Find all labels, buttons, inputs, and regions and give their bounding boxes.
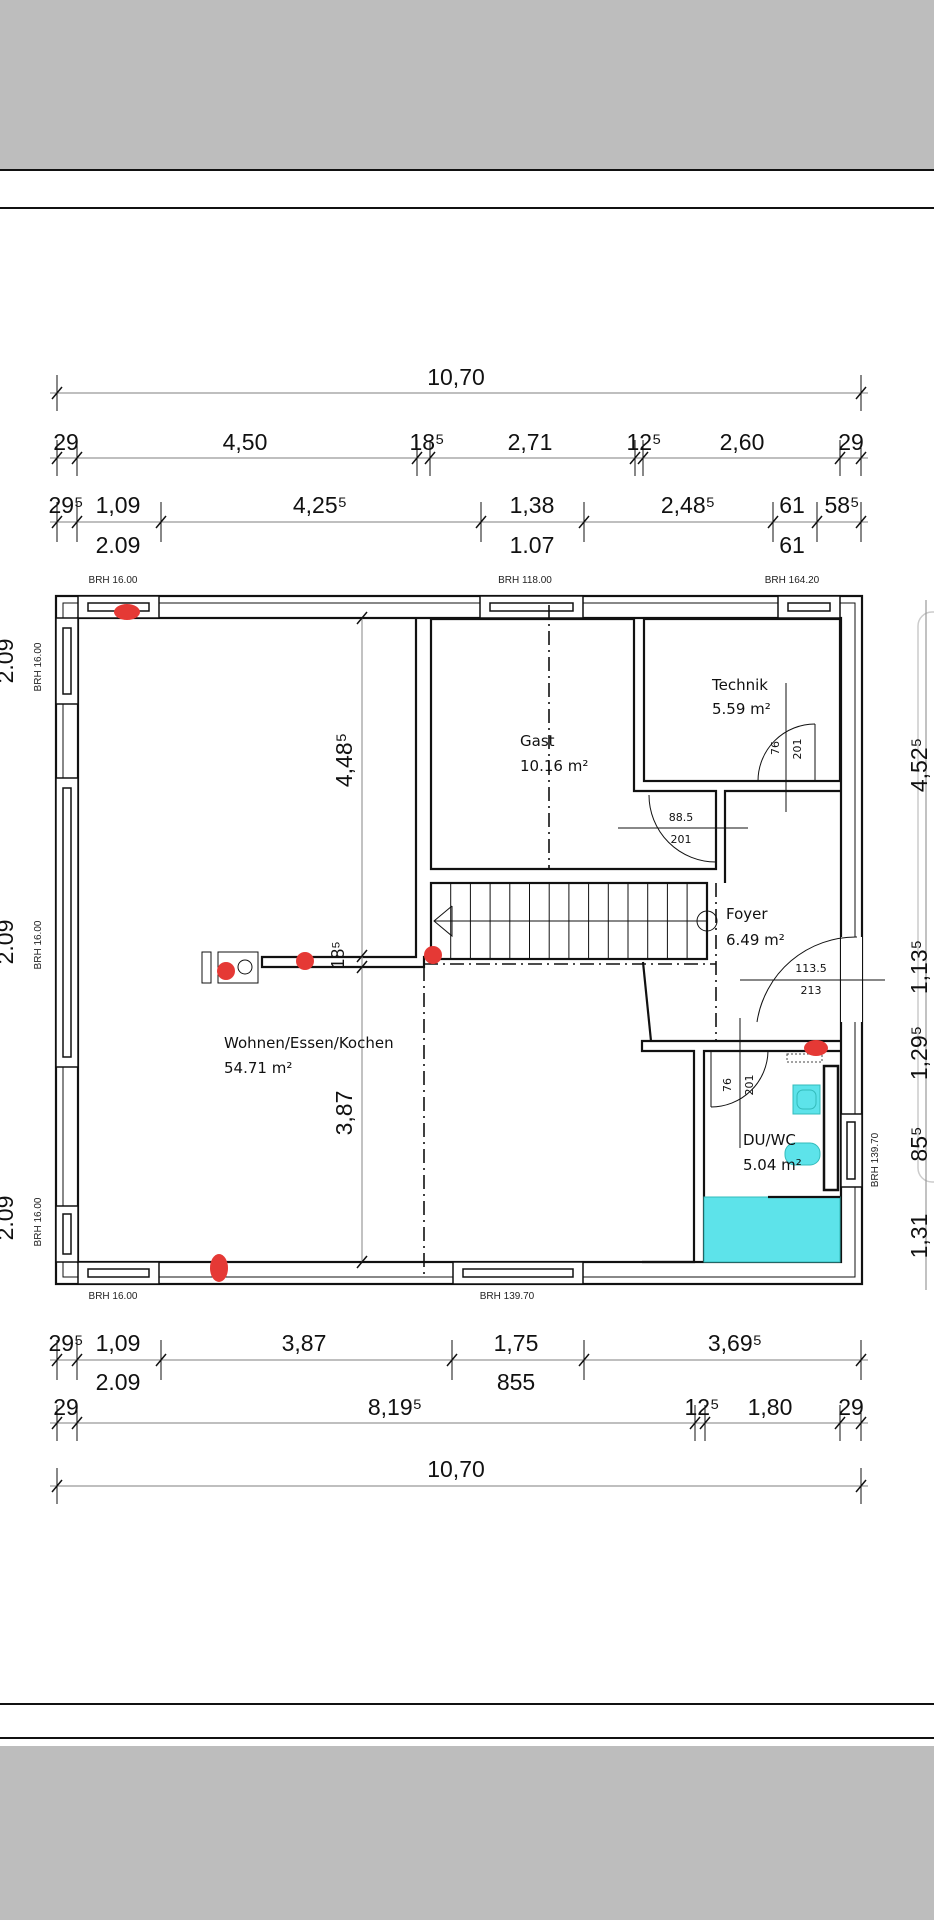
top-dimension-chain: 10,70 29 4,50 18⁵ 2,71 12⁵ 2,60 29 29⁵ 1… (48, 364, 868, 558)
overlay-scroll-handle (917, 611, 934, 1183)
room-name: Foyer (726, 905, 768, 923)
radiator-icon (786, 1053, 823, 1063)
dim-label: 2,71 (508, 429, 553, 455)
red-markers (114, 604, 828, 1282)
dim-overall-top: 10,70 (427, 364, 485, 390)
dim-label: 1,38 (510, 492, 555, 518)
top-gray-bar (0, 0, 934, 169)
dim-label: 1,31 (906, 1214, 932, 1259)
dim-label: 61 (779, 492, 805, 518)
interior-walls (260, 617, 842, 1264)
room-area: 5.59 m² (712, 700, 771, 718)
brh-label: BRH 16.00 (33, 642, 44, 691)
dim-label: 4,52⁵ (906, 738, 932, 792)
bottom-gray-bar (0, 1746, 934, 1920)
brh-label: BRH 118.00 (498, 575, 552, 586)
brh-label: BRH 164.20 (765, 575, 820, 586)
door-width: 113.5 (795, 962, 827, 975)
dim-label: 1,29⁵ (906, 1026, 932, 1080)
marker-dot (210, 1254, 228, 1282)
room-name: Gast (520, 732, 555, 750)
dim-label: 8,19⁵ (368, 1394, 422, 1420)
dim-label: 18⁵ (328, 941, 348, 968)
dim-label: 2.09 (0, 1196, 18, 1241)
dim-label: 2,60 (720, 429, 765, 455)
door-gast: 88.5 201 (618, 794, 748, 863)
marker-dot (217, 962, 235, 980)
dim-label: 3,69⁵ (708, 1330, 762, 1356)
dim-label: 2.09 (96, 532, 141, 558)
wall-element (822, 1064, 840, 1192)
dim-label: 3,87 (331, 1091, 357, 1136)
brh-label: BRH 16.00 (89, 575, 138, 586)
dim-label: 1,75 (494, 1330, 539, 1356)
door-width: 88.5 (669, 811, 694, 824)
room-area: 5.04 m² (743, 1156, 802, 1174)
dim-label: 2,48⁵ (661, 492, 715, 518)
staircase (429, 881, 718, 961)
door-height: 201 (671, 833, 692, 846)
room-area: 6.49 m² (726, 931, 785, 949)
dim-label: 3,87 (282, 1330, 327, 1356)
living-room-dimension: 4,48⁵ 18⁵ 3,87 (328, 611, 368, 1269)
door-height: 213 (801, 984, 822, 997)
room-name: Wohnen/Essen/Kochen (224, 1034, 394, 1052)
marker-dot (804, 1040, 828, 1056)
room-area: 54.71 m² (224, 1059, 292, 1077)
dim-label: 2.09 (96, 1369, 141, 1395)
dim-label: 58⁵ (824, 492, 859, 518)
dim-label: 2.09 (0, 639, 18, 684)
dim-label: 12⁵ (684, 1394, 719, 1420)
door-height: 201 (791, 739, 804, 760)
bottom-dimension-chain: 29⁵ 1,09 3,87 1,75 3,69⁵ 2.09 855 29 8,1… (48, 1330, 868, 1504)
dim-label: 29 (53, 429, 79, 455)
marker-dot (296, 952, 314, 970)
dim-label: 1,13⁵ (906, 940, 932, 994)
dim-label: 4,50 (223, 429, 268, 455)
dim-label: 4,25⁵ (293, 492, 347, 518)
door-width: 76 (721, 1078, 734, 1092)
dim-label: 29⁵ (48, 1330, 83, 1356)
door-height: 201 (743, 1075, 756, 1096)
dim-label: 29⁵ (48, 492, 83, 518)
dim-label: 18⁵ (409, 429, 444, 455)
brh-label: BRH 139.70 (870, 1132, 881, 1187)
dim-label: 12⁵ (626, 429, 661, 455)
dim-label: 4,48⁵ (331, 733, 357, 787)
dim-label: 855 (497, 1369, 535, 1395)
dim-label: 61 (779, 532, 805, 558)
brh-label: BRH 16.00 (89, 1291, 138, 1302)
marker-dot (114, 604, 140, 620)
door-width: 76 (769, 741, 782, 755)
marker-dot (424, 946, 442, 964)
dim-label: 29 (838, 1394, 864, 1420)
dim-label: 1,80 (748, 1394, 793, 1420)
dim-label: 29 (838, 429, 864, 455)
toilet-icon (784, 1142, 821, 1166)
dim-label: 1,09 (96, 1330, 141, 1356)
room-area: 10.16 m² (520, 757, 588, 775)
dim-label: 2.09 (0, 920, 18, 965)
room-name: Technik (711, 676, 768, 694)
stair-start-icon (696, 910, 718, 932)
door-technik: 76 201 (757, 683, 816, 812)
dim-label: 1.07 (510, 532, 555, 558)
brh-label: BRH 139.70 (480, 1291, 535, 1302)
shower-area (703, 1196, 841, 1263)
door-duwc: 76 201 (710, 1018, 769, 1148)
bathroom-fixtures (703, 1053, 841, 1263)
brh-label: BRH 16.00 (33, 1197, 44, 1246)
dim-label: 1,09 (96, 492, 141, 518)
door-entrance: 113.5 213 (740, 936, 885, 1023)
dim-label: 29 (53, 1394, 79, 1420)
room-name: DU/WC (743, 1131, 796, 1149)
dim-label: 85⁵ (906, 1126, 932, 1161)
dim-overall-bottom: 10,70 (427, 1456, 485, 1482)
brh-label: BRH 16.00 (33, 920, 44, 969)
